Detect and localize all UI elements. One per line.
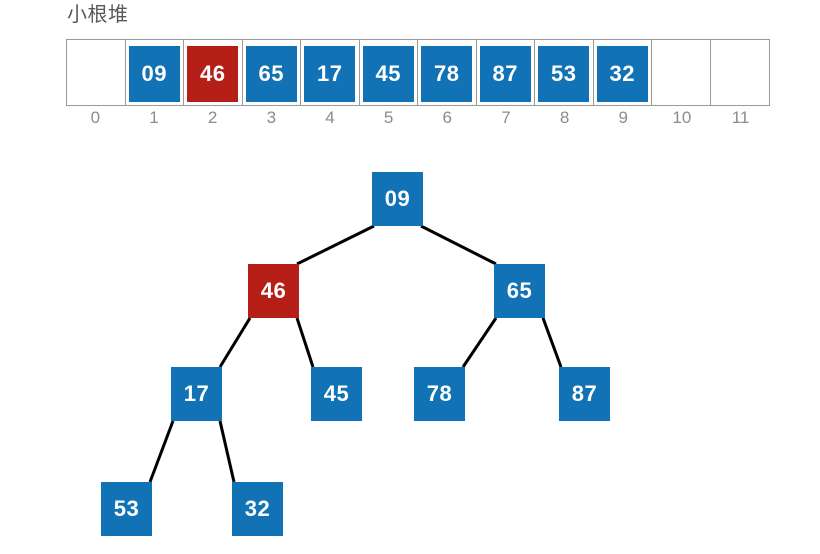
heap-title: 小根堆 bbox=[67, 4, 129, 26]
array-cell-10[interactable] bbox=[652, 40, 711, 105]
array-cell-11[interactable] bbox=[711, 40, 770, 105]
array-cell-value: 17 bbox=[304, 45, 356, 102]
array-index-label-4: 4 bbox=[325, 108, 335, 127]
array-index-label-6: 6 bbox=[442, 108, 452, 127]
array-cell-4[interactable]: 17 bbox=[301, 40, 360, 105]
tree-edge-n1-n2 bbox=[296, 224, 375, 266]
array-cell-7[interactable]: 87 bbox=[477, 40, 535, 105]
array-index-label-0: 0 bbox=[90, 108, 101, 127]
array-cell-value: 53 bbox=[538, 45, 590, 102]
tree-edge-n3-n6 bbox=[461, 317, 498, 368]
array-cell-value: 32 bbox=[596, 45, 648, 102]
tree-edge-n2-n5 bbox=[295, 317, 315, 368]
tree-edge-n1-n3 bbox=[420, 224, 497, 266]
tree-edge-n3-n7 bbox=[541, 317, 563, 368]
array-cell-2[interactable]: 46 bbox=[184, 40, 243, 105]
tree-node-53[interactable]: 53 bbox=[101, 482, 152, 536]
array-cell-3[interactable]: 65 bbox=[243, 40, 301, 105]
array-cell-value: 87 bbox=[479, 45, 531, 102]
array-cell-9[interactable]: 32 bbox=[594, 40, 652, 105]
array-index-label-11: 11 bbox=[731, 108, 750, 127]
tree-node-45[interactable]: 45 bbox=[311, 367, 362, 421]
array-cell-value bbox=[655, 46, 706, 102]
tree-node-17[interactable]: 17 bbox=[171, 367, 222, 421]
tree-node-87[interactable]: 87 bbox=[559, 367, 610, 421]
tree-node-46[interactable]: 46 bbox=[248, 264, 299, 318]
array-cell-value bbox=[70, 46, 121, 102]
array-cell-8[interactable]: 53 bbox=[535, 40, 594, 105]
tree-edge-n4-n8 bbox=[148, 420, 175, 483]
array-cell-value: 45 bbox=[362, 45, 414, 102]
tree-node-65[interactable]: 65 bbox=[494, 264, 545, 318]
tree-edge-n4-n9 bbox=[218, 420, 236, 483]
array-index-label-10: 10 bbox=[672, 108, 692, 127]
array-index-label-7: 7 bbox=[501, 108, 511, 127]
array-cell-6[interactable]: 78 bbox=[418, 40, 477, 105]
array-index-label-9: 9 bbox=[618, 108, 628, 127]
tree-node-32[interactable]: 32 bbox=[232, 482, 283, 536]
array-cell-value: 09 bbox=[128, 45, 180, 102]
array-cell-1[interactable]: 09 bbox=[126, 40, 184, 105]
array-cell-value: 46 bbox=[187, 45, 239, 102]
tree-node-78[interactable]: 78 bbox=[414, 367, 465, 421]
array-cell-5[interactable]: 45 bbox=[360, 40, 418, 105]
array-cell-value: 78 bbox=[421, 45, 473, 102]
array-index-row: 0 1 2 3 4 5 6 7 8 9 10 11 bbox=[66, 108, 770, 128]
array-index-label-5: 5 bbox=[383, 108, 394, 127]
tree-edge-n2-n4 bbox=[218, 317, 252, 368]
array-index-label-8: 8 bbox=[559, 108, 570, 127]
array-index-label-2: 2 bbox=[207, 108, 218, 127]
tree-node-09[interactable]: 09 bbox=[372, 172, 423, 226]
array-index-label-3: 3 bbox=[266, 108, 277, 127]
array-cell-value: 65 bbox=[245, 45, 297, 102]
array-index-label-1: 1 bbox=[149, 108, 159, 127]
array-cell-0[interactable] bbox=[67, 40, 126, 105]
array-cell-value bbox=[714, 46, 765, 102]
